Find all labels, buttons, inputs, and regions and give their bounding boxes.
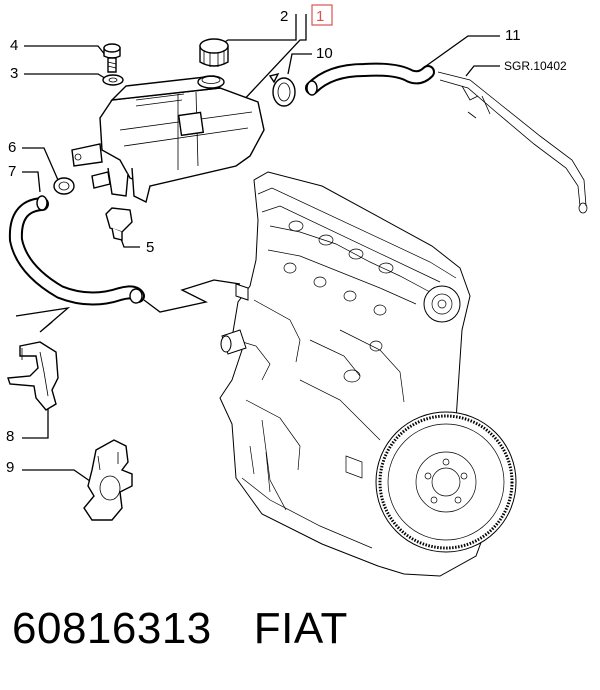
reference-label: SGR.10402	[504, 59, 567, 73]
washer	[102, 74, 124, 86]
callout-2-label[interactable]: 2	[280, 8, 288, 25]
bolt	[103, 43, 121, 73]
callout-9-label[interactable]: 9	[6, 459, 14, 476]
connector-5	[105, 207, 133, 241]
part-number-caption: 60816313 FIAT	[12, 604, 348, 654]
callout-5-label[interactable]: 5	[146, 239, 154, 256]
routing-line	[143, 279, 241, 313]
hose-clamp-10	[268, 72, 296, 107]
callout-4-label[interactable]: 4	[10, 37, 18, 54]
hose-11	[305, 62, 435, 96]
callout-11-label[interactable]: 11	[505, 27, 521, 44]
tank-cap	[199, 38, 229, 67]
reference-pipe	[437, 71, 588, 214]
callout-6-label[interactable]: 6	[8, 139, 16, 156]
callout-1-label: 1	[316, 8, 324, 25]
hose-7	[8, 195, 145, 306]
flywheel	[375, 411, 517, 553]
part-number: 60816313	[12, 604, 212, 653]
clamp-9	[83, 439, 133, 521]
expansion-tank	[71, 75, 265, 204]
bracket-8	[7, 341, 59, 411]
callout-8-label[interactable]: 8	[6, 428, 14, 445]
brand-name: FIAT	[253, 604, 348, 653]
callout-10-label[interactable]: 10	[316, 45, 333, 62]
callout-7-label[interactable]: 7	[8, 163, 16, 180]
callout-3-label[interactable]: 3	[10, 65, 18, 82]
hose-clamp-6	[53, 177, 75, 195]
callout-1[interactable]: 1	[311, 4, 333, 26]
callout-1-highlight-box	[311, 4, 333, 26]
